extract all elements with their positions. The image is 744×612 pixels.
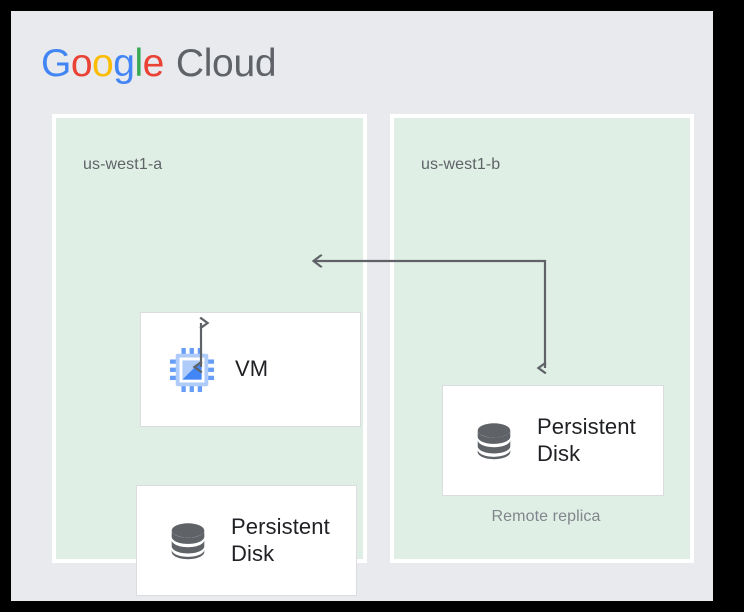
vm-card[interactable]: VM (140, 312, 361, 427)
persistent-disk-card-label-primary: Persistent Disk (231, 514, 330, 568)
vm-card-label: VM (235, 356, 269, 382)
database-disk-icon (477, 422, 511, 459)
logo-letter-g2: g (113, 42, 135, 85)
zone-label-us-west1-b: us-west1-b (421, 156, 501, 173)
persistent-disk-replica-label-line-2: Disk (537, 440, 581, 466)
cpu-chip-icon (169, 347, 215, 392)
persistent-disk-card-primary[interactable]: Persistent Disk (136, 485, 357, 596)
persistent-disk-card-label-replica: Persistent Disk (537, 414, 636, 468)
diagram-canvas: G o o g l e Cloud us-west1-a (11, 11, 713, 601)
logo-letter-o1: o (70, 42, 93, 85)
remote-replica-caption: Remote replica (491, 508, 601, 525)
logo-letter-g1: G (41, 42, 71, 85)
persistent-disk-card-replica[interactable]: Persistent Disk (442, 385, 664, 496)
cloud-wordmark: Cloud (175, 42, 277, 85)
zone-label-us-west1-a: us-west1-a (83, 156, 163, 173)
persistent-disk-label-line-1: Persistent (231, 513, 330, 539)
database-disk-icon (171, 522, 205, 559)
logo-letter-l: l (134, 42, 143, 85)
google-cloud-logo: G o o g l e Cloud (41, 41, 277, 87)
persistent-disk-replica-label-line-1: Persistent (537, 413, 636, 439)
zone-panel-us-west1-a: us-west1-a (52, 114, 367, 596)
zone-panel-us-west1-b: us-west1-b Persistent Disk Remote replic… (390, 114, 694, 563)
logo-letter-e: e (142, 42, 165, 85)
logo-letter-o2: o (92, 42, 114, 85)
persistent-disk-label-line-2: Disk (231, 540, 275, 566)
google-wordmark: G o o g l e (41, 42, 164, 86)
